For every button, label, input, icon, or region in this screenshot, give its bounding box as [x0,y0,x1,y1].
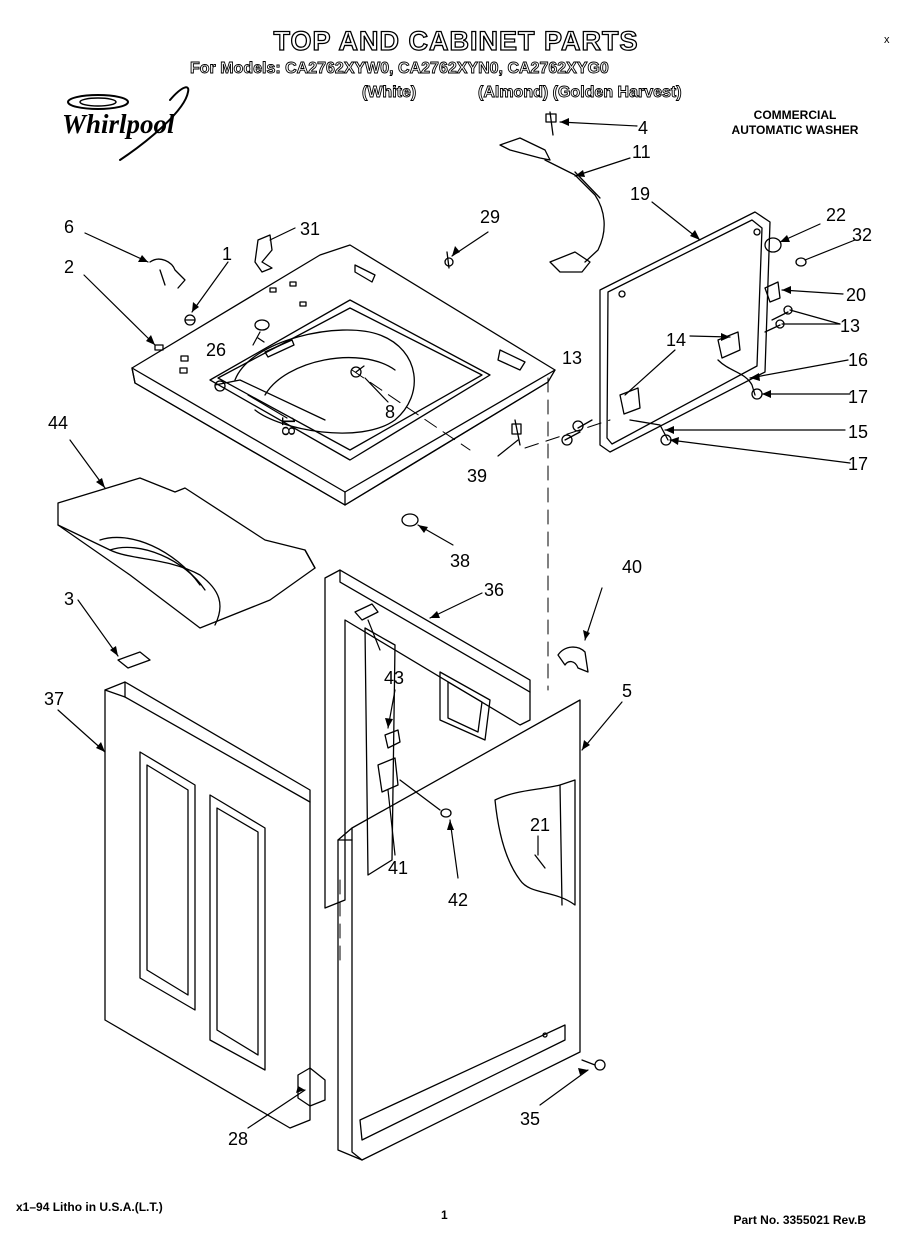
callout-38: 38 [450,551,470,571]
callout-26: 26 [206,340,226,360]
callout-36: 36 [484,580,504,600]
callout-5: 5 [622,681,632,701]
control-panel-frame [561,211,807,453]
corner-mark: x [884,34,890,46]
part-number: Part No. 3355021 Rev.B [733,1213,866,1227]
callout-31: 31 [300,219,320,239]
callout-22: 22 [826,205,846,225]
litho-note: x1–94 Litho in U.S.A.(L.T.) [16,1200,163,1214]
callout-44: 44 [48,413,68,433]
side-panel-left [104,651,326,1129]
callout-14: 14 [666,330,686,350]
cabinet-rear-panel [324,569,531,909]
callout-8: 8 [385,402,395,422]
callout-29: 29 [480,207,500,227]
callout-39: 39 [467,466,487,486]
callout-17a: 17 [848,387,868,407]
callout-13a: 13 [840,316,860,336]
callout-41: 41 [388,858,408,878]
callout-35: 35 [520,1109,540,1129]
cabinet-top [131,244,556,506]
page-title: TOP AND CABINET PARTS [273,25,639,56]
callout-20: 20 [846,285,866,305]
top-hardware [149,111,605,527]
callout-37: 37 [44,689,64,709]
logo-text: Whirlpool [62,109,175,139]
callout-42: 42 [448,890,468,910]
callout-labels: 1 3 4 5 6 8 11 13 13 14 15 16 17 17 18 1… [44,118,872,1149]
models-line: For Models: CA2762XYW0, CA2762XYN0, CA27… [190,60,610,78]
callout-15: 15 [848,422,868,442]
machine-type: COMMERCIAL AUTOMATIC WASHER [710,108,880,138]
base-panel [57,477,316,629]
assembly-guide-lines [339,369,611,961]
callout-3: 3 [64,589,74,609]
callout-32: 32 [852,225,872,245]
page-number: 1 [441,1208,448,1222]
callout-43: 43 [384,668,404,688]
leader-arrowheads [96,118,791,1093]
callout-21: 21 [530,815,550,835]
machine-line-2: AUTOMATIC WASHER [731,123,859,137]
callout-1: 1 [222,244,232,264]
callout-16: 16 [848,350,868,370]
callout-6: 6 [64,217,74,237]
color-white-label: (White) [362,84,417,102]
callout-13b: 13 [562,348,582,368]
callout-40: 40 [622,557,642,577]
callout-19: 19 [630,184,650,204]
callout-2: 2 [64,257,74,277]
callout-4: 4 [638,118,648,138]
machine-line-1: COMMERCIAL [753,108,837,122]
cabinet-front-panel [337,646,606,1161]
callout-28: 28 [228,1129,248,1149]
whirlpool-logo: Whirlpool [62,86,190,161]
callout-18: 18 [278,416,298,436]
callout-11: 11 [632,142,651,162]
leader-lines [57,121,856,1129]
color-others-label: (Almond) (Golden Harvest) [478,84,682,102]
callout-17b: 17 [848,454,868,474]
